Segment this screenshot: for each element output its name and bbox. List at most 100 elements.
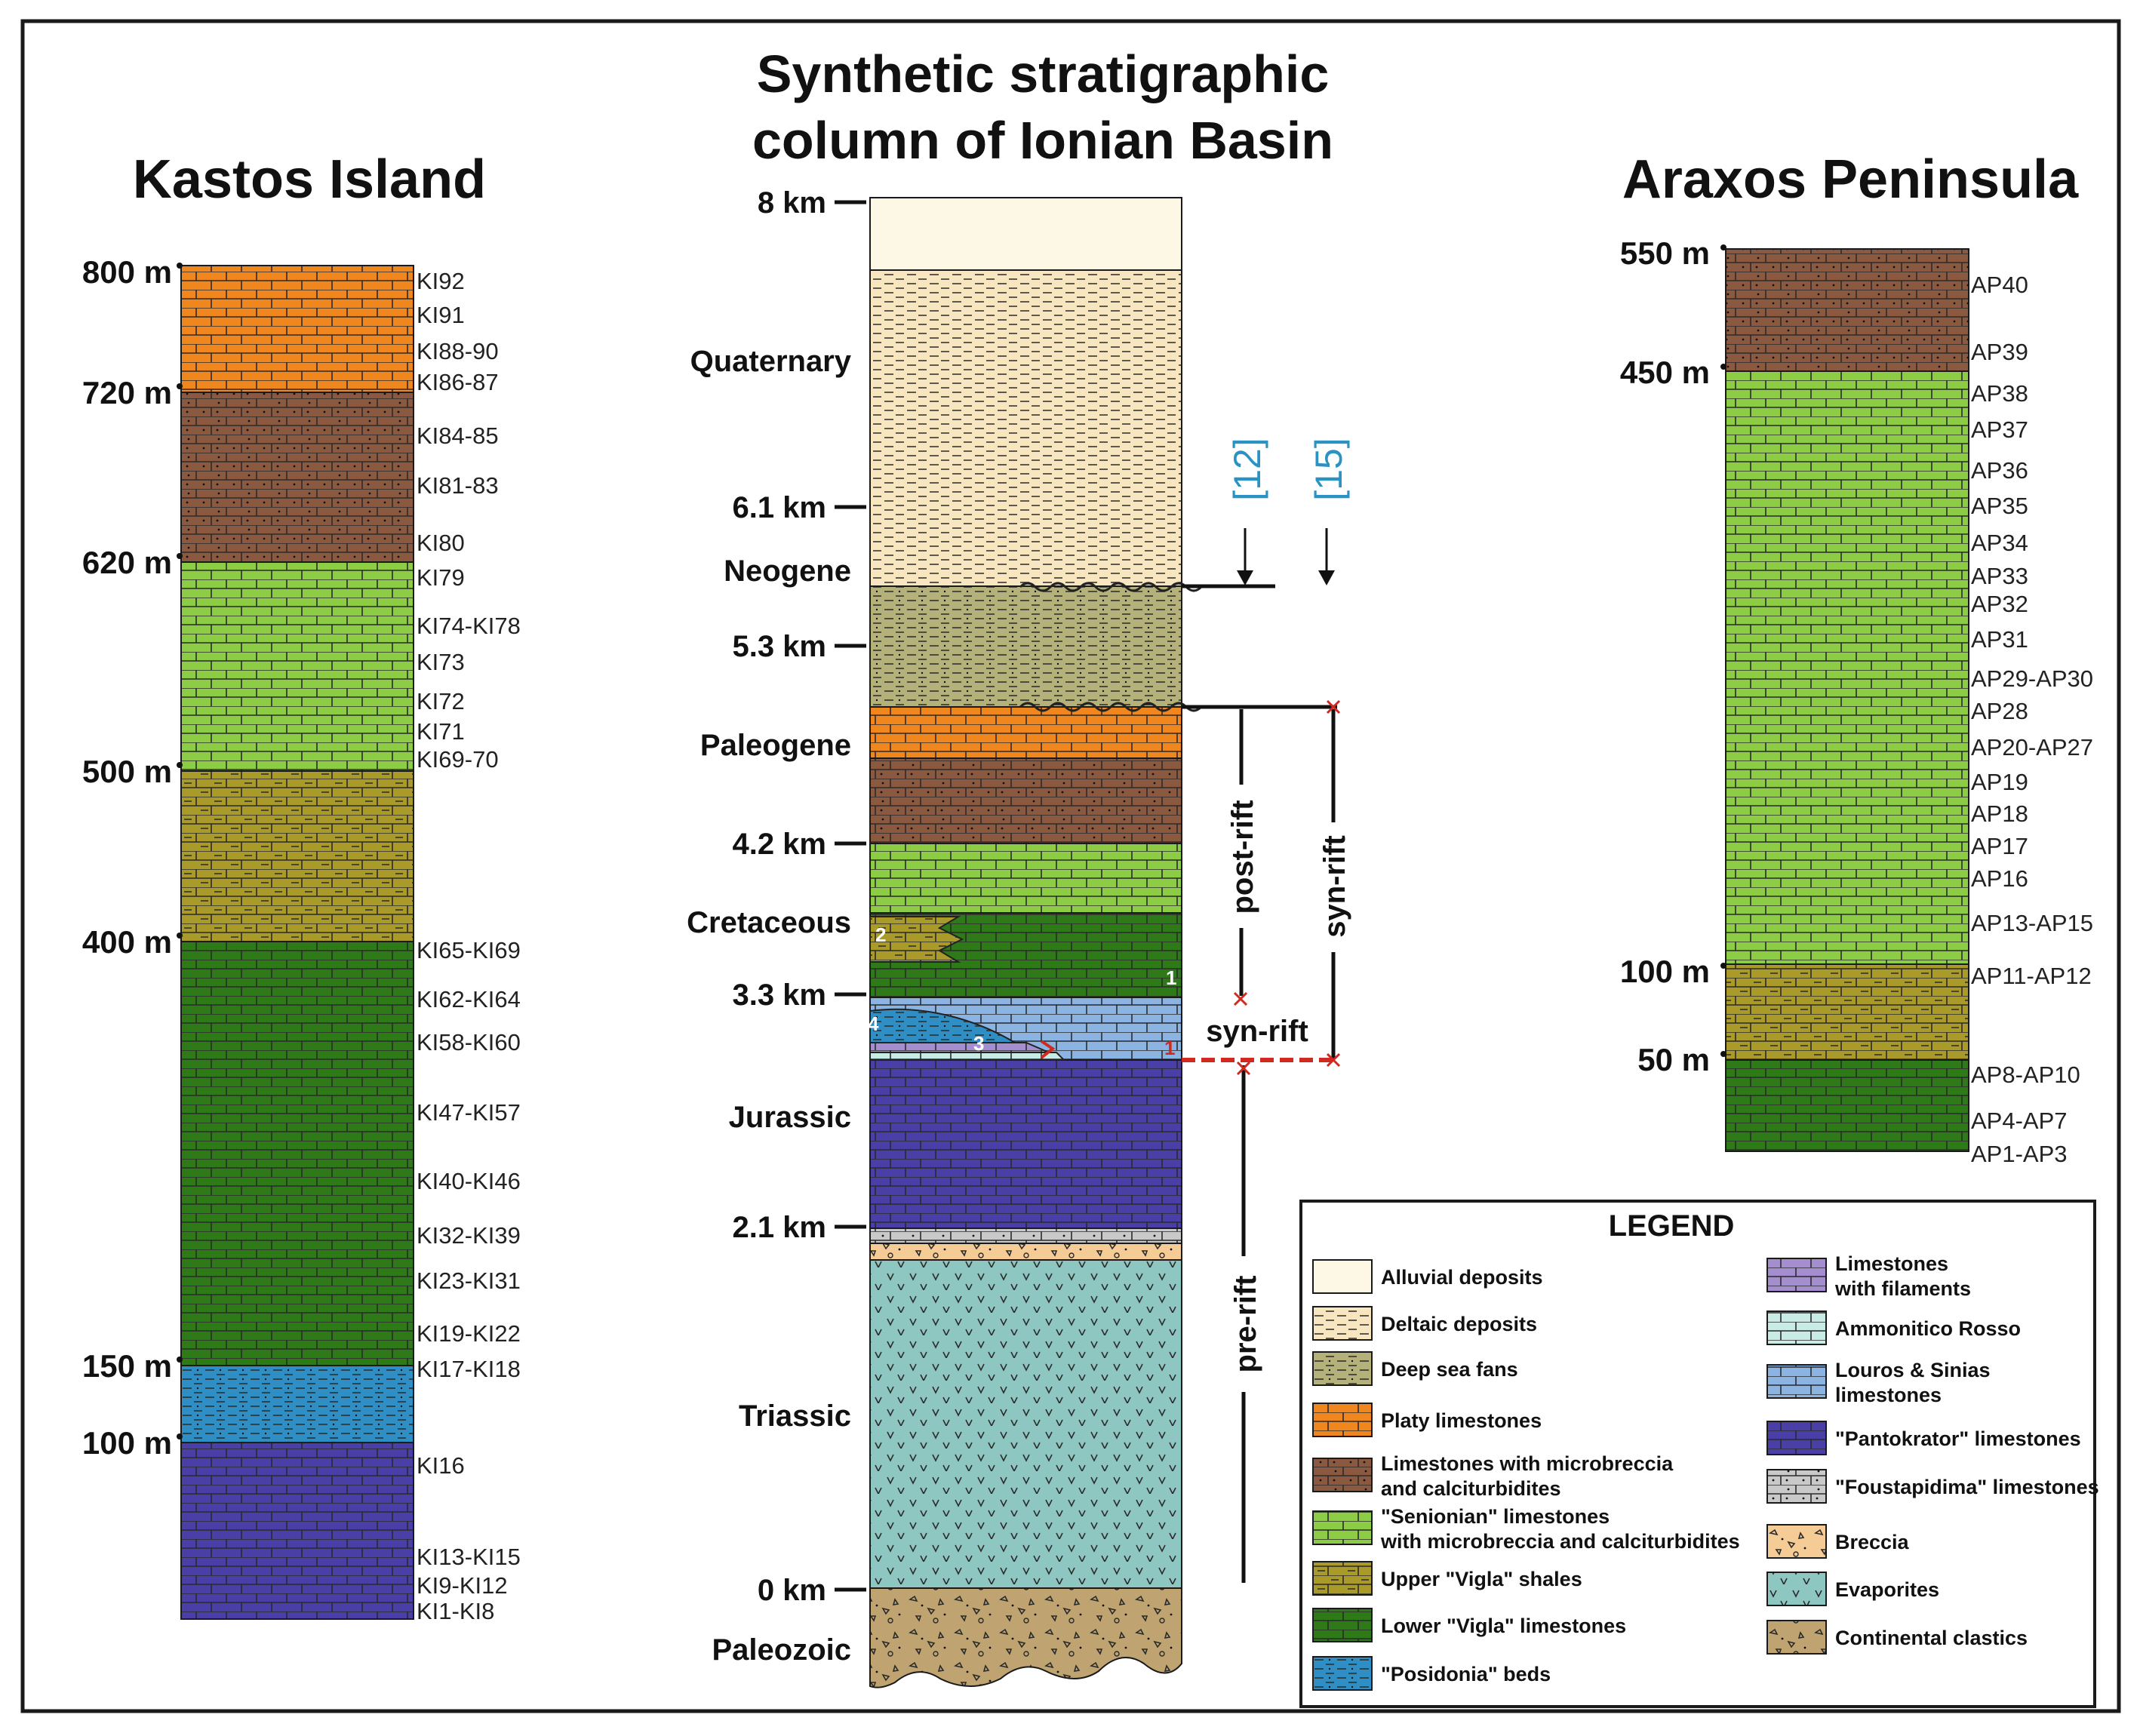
synthetic-depth-label: 0 km: [758, 1574, 826, 1607]
legend-label-ammonitico: Ammonitico Rosso: [1835, 1317, 2021, 1340]
kastos-layer-platy: [180, 265, 414, 393]
kastos-sample-label: KI72: [417, 688, 465, 714]
lens-number-1a: 1: [1166, 966, 1176, 989]
araxos-sample-label: AP1-AP3: [1971, 1141, 2068, 1167]
kastos-sample-label: KI32-KI39: [417, 1222, 521, 1249]
fault-x4b: [1236, 1061, 1251, 1076]
kastos-sample-label: KI92: [417, 268, 465, 294]
kastos-layer-microbreccia: [180, 392, 414, 563]
period-label: Cretaceous: [687, 906, 851, 939]
lens-fault-red: [1040, 1040, 1056, 1059]
synthetic-layer-platy: [869, 706, 1182, 759]
kastos-column: [180, 265, 414, 1620]
kastos-sample-label: KI73: [417, 649, 465, 675]
kastos-depth-tick: [177, 1433, 183, 1439]
araxos-sample-label: AP13-AP15: [1971, 910, 2093, 936]
araxos-sample-label: AP4-AP7: [1971, 1108, 2068, 1134]
kastos-sample-label: KI81-83: [417, 472, 499, 499]
araxos-depth-tick: [1720, 1051, 1726, 1057]
legend-label-louros: limestones: [1835, 1384, 1942, 1406]
kastos-sample-label: KI71: [417, 718, 465, 745]
synthetic-depth-label: 4.2 km: [732, 828, 826, 861]
kastos-layer-senonian: [180, 561, 414, 772]
fault-x3b: [1326, 1052, 1341, 1068]
legend-label-microbreccia: and calciturbidites: [1381, 1477, 1561, 1500]
araxos-layer-lower_vigla: [1725, 1059, 1969, 1152]
kastos-layer-posidonia: [180, 1365, 414, 1443]
legend-label-clastics: Continental clastics: [1835, 1627, 2028, 1649]
legend-label-upper_vigla: Upper "Vigla" shales: [1381, 1568, 1582, 1590]
legend-label-filaments: with filaments: [1834, 1277, 1971, 1300]
araxos-title: Araxos Peninsula: [1622, 149, 2079, 210]
legend-label-louros: Louros & Sinias: [1835, 1359, 1991, 1381]
synthetic-layer-microbreccia: [869, 757, 1182, 844]
araxos-sample-label: AP8-AP10: [1971, 1062, 2080, 1088]
araxos-sample-label: AP16: [1971, 865, 2028, 892]
legend-swatch-foustapidima: [1766, 1469, 1827, 1504]
period-label: Neogene: [724, 555, 851, 588]
period-label: Paleogene: [700, 729, 851, 762]
synthetic-layer-breccia: [869, 1243, 1182, 1261]
kastos-layer-upper_vigla: [180, 770, 414, 942]
kastos-sample-label: KI80: [417, 530, 465, 556]
araxos-layer-senonian: [1725, 370, 1969, 965]
fault-markers: [1233, 699, 1341, 1076]
araxos-sample-label: AP34: [1971, 530, 2028, 556]
main-title-line2: column of Ionian Basin: [752, 111, 1333, 170]
araxos-column: [1725, 248, 1969, 1152]
legend-label-pantokrator: "Pantokrator" limestones: [1835, 1427, 2081, 1450]
synthetic-depth-label: 6.1 km: [732, 491, 826, 524]
synthetic-depth-label: 2.1 km: [732, 1211, 826, 1244]
kastos-layer-lower_vigla: [180, 941, 414, 1366]
period-label: Jurassic: [729, 1101, 851, 1134]
synthetic-period-labels: QuaternaryNeogenePaleogeneCretaceousJura…: [687, 345, 852, 1667]
legend-label-lower_vigla: Lower "Vigla" limestones: [1381, 1615, 1626, 1637]
araxos-sample-label: AP29-AP30: [1971, 665, 2093, 692]
araxos-depth-label: 100 m: [1620, 954, 1710, 989]
araxos-sample-label: AP31: [1971, 626, 2028, 653]
araxos-depth-label: 450 m: [1620, 355, 1710, 390]
synthetic-layer-alluvial: [869, 197, 1182, 271]
fault-x1b: [1233, 991, 1248, 1006]
synthetic-layer-senonian: [869, 843, 1182, 914]
legend-label-senonian: with microbreccia and calciturbidites: [1380, 1530, 1740, 1553]
kastos-sample-label: KI91: [417, 302, 465, 328]
reference-12: [12]: [1226, 438, 1268, 500]
synthetic-layer-evaporites: [869, 1259, 1182, 1589]
araxos-sample-label: AP32: [1971, 591, 2028, 617]
kastos-sample-label: KI84-85: [417, 422, 499, 449]
legend-swatch-deltaic: [1312, 1306, 1373, 1341]
kastos-sample-label: KI17-KI18: [417, 1356, 521, 1382]
lens-number-4: 4: [868, 1012, 879, 1035]
syn-rift-label: syn-rift: [1206, 1015, 1308, 1048]
legend-swatch-platy: [1312, 1403, 1373, 1437]
fault-x2b: [1326, 699, 1341, 714]
syn-rift-vertical-label: syn-rift: [1318, 835, 1351, 938]
araxos-depth-label: 50 m: [1637, 1042, 1710, 1077]
araxos-layer-microbreccia: [1725, 248, 1969, 372]
kastos-sample-label: KI16: [417, 1452, 465, 1479]
kastos-sample-label: KI74-KI78: [417, 613, 521, 639]
kastos-depth-label: 500 m: [82, 754, 172, 789]
lens-number-1b: 1: [1164, 1037, 1175, 1059]
kastos-sample-label: KI40-KI46: [417, 1168, 521, 1194]
legend-label-senonian: "Senionian" limestones: [1381, 1505, 1610, 1528]
kastos-sample-label: KI88-90: [417, 338, 499, 364]
lens-number-2: 2: [875, 923, 886, 946]
main-title-line1: Synthetic stratigraphic: [757, 45, 1330, 103]
legend-swatch-senonian: [1312, 1510, 1373, 1545]
kastos-sample-label: KI79: [417, 564, 465, 591]
araxos-sample-label: AP18: [1971, 800, 2028, 827]
legend-label-breccia: Breccia: [1835, 1531, 1910, 1553]
kastos-sample-label: KI62-KI64: [417, 986, 521, 1012]
legend-swatch-microbreccia: [1312, 1458, 1373, 1492]
kastos-sample-label: KI47-KI57: [417, 1099, 521, 1126]
araxos-sample-label: AP17: [1971, 833, 2028, 859]
synthetic-column: [869, 197, 1182, 1688]
period-label: Triassic: [739, 1400, 851, 1433]
synthetic-depth-label: 5.3 km: [732, 630, 826, 663]
